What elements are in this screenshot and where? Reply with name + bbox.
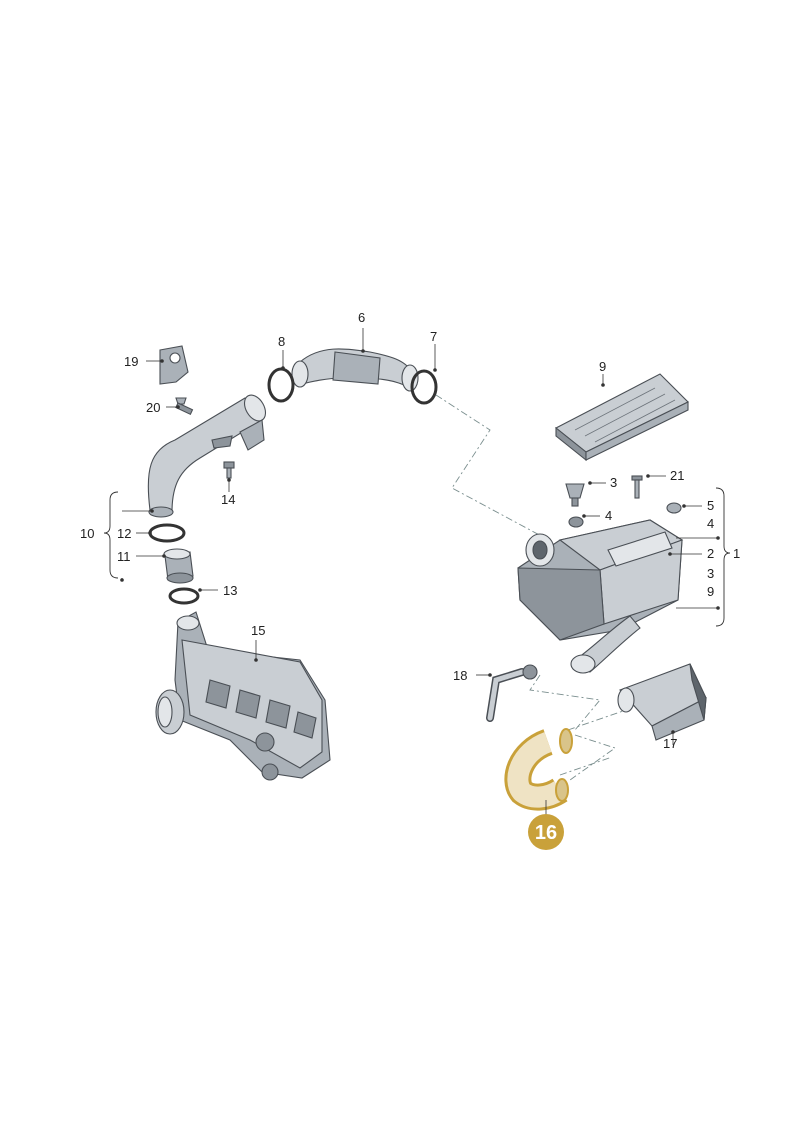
turbocharger-part-15 [155,611,331,781]
bracket-part-19 [159,345,189,385]
washer-part-5 [666,502,682,514]
callout-9-top: 9 [599,359,606,374]
callout-4-right: 4 [707,516,714,531]
callout-13: 13 [223,583,237,598]
breather-hose-part-18 [486,664,538,722]
callout-19: 19 [124,354,138,369]
intake-hose-part-6 [291,348,419,392]
callout-6: 6 [358,310,365,325]
grommet-part-3 [565,483,585,507]
clamp-part-13 [168,587,200,605]
callout-4-left: 4 [605,508,612,523]
air-duct-part-17 [617,663,707,741]
filter-element-part-9 [554,373,689,462]
clamp-part-12 [148,523,186,543]
bolt-part-14 [223,461,235,479]
callout-17: 17 [663,736,677,751]
bolt-part-20 [175,397,194,416]
highlight-badge-label: 16 [535,822,557,844]
callout-15: 15 [251,623,265,638]
callout-21: 21 [670,468,684,483]
callout-18: 18 [453,668,467,683]
coupling-part-11 [163,548,194,584]
callout-20: 20 [146,400,160,415]
highlight-badge-16: 16 [528,814,564,850]
group-bracket-part-1 [715,487,731,627]
screw-part-21 [631,475,643,499]
group-bracket-part-10 [103,491,119,579]
callout-8: 8 [278,334,285,349]
callout-1: 1 [733,546,740,561]
callout-2: 2 [707,546,714,561]
washer-part-4 [568,516,584,528]
callout-labels: 6 8 7 19 20 14 10 12 11 13 15 9 3 21 5 4… [80,310,740,751]
callout-10: 10 [80,526,94,541]
clamp-part-7 [410,369,438,405]
assembly-guide-lines [435,394,627,781]
callout-12: 12 [117,526,131,541]
callout-9-right: 9 [707,584,714,599]
callout-3-top: 3 [610,475,617,490]
intake-hose-part-16-highlighted [504,728,573,811]
air-filter-housing-part-1 [517,519,684,674]
callout-7: 7 [430,329,437,344]
callout-3-right: 3 [707,566,714,581]
callout-5: 5 [707,498,714,513]
callout-11: 11 [117,549,131,564]
pressure-pipe-part-10 [147,394,267,518]
clamp-part-8 [267,367,295,403]
callout-14: 14 [221,492,235,507]
highlight-badge-circle [528,814,564,850]
leader-lines [120,328,720,816]
